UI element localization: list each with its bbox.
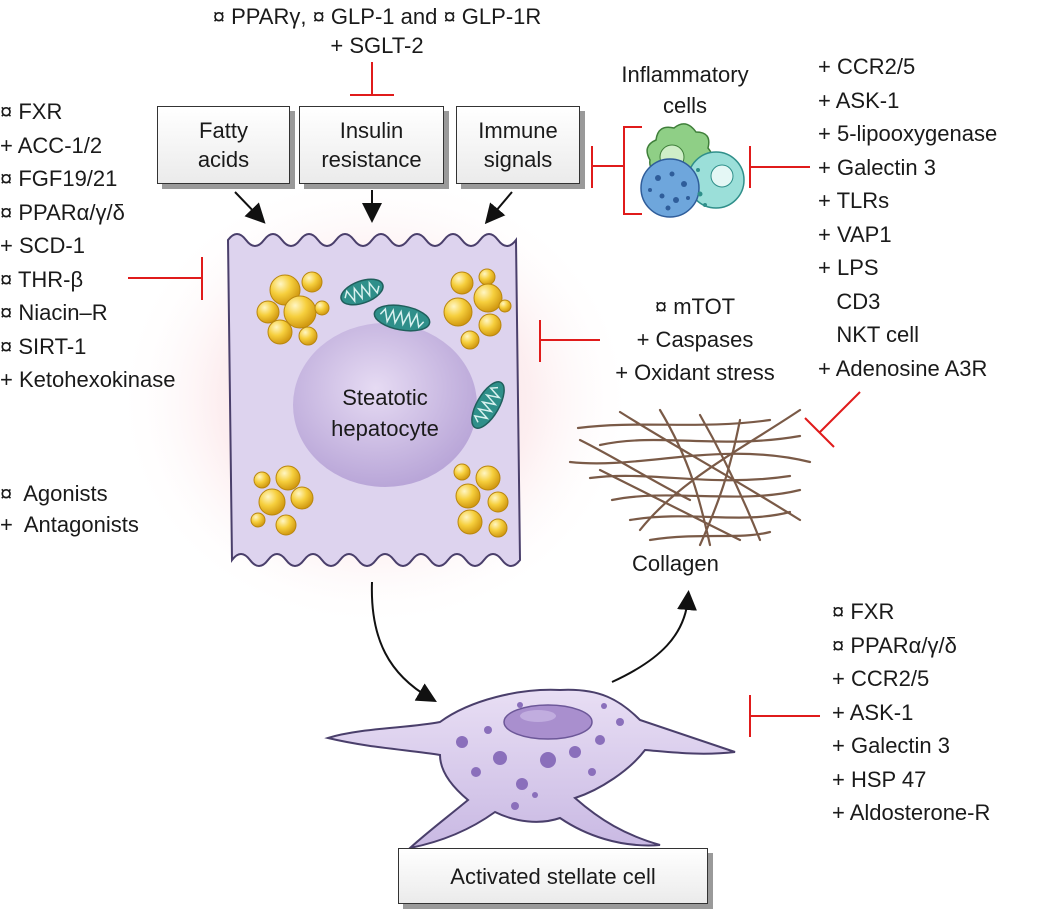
hepatocyte-label-line1: Steatotic xyxy=(342,385,428,410)
legend-antagonists: + Antagonists xyxy=(0,512,139,537)
inflammation-target-item: + LPS xyxy=(818,255,879,280)
left-target-item: ¤ Niacin–R xyxy=(0,300,108,325)
activated-stellate-cell xyxy=(324,688,736,850)
arrow-immune-signals xyxy=(484,191,513,225)
lipid-droplets-top-right xyxy=(443,268,512,350)
inflammation-target-item: CD3 xyxy=(818,288,881,314)
inhibitor-collagen xyxy=(804,391,861,448)
insulin-resistance-line2: resistance xyxy=(321,147,422,172)
left-target-item: + ACC-1/2 xyxy=(0,132,103,158)
insulin-resistance-line1: Insulin xyxy=(339,118,404,143)
inhibitor-hepatocyte-left xyxy=(128,257,203,300)
stellate-target-item: + ASK-1 xyxy=(832,699,914,725)
lipid-droplets-bottom-left xyxy=(250,465,314,536)
lipid-droplets-top-left xyxy=(256,271,330,346)
inflammation-target-item: + 5-lipooxygenase xyxy=(818,121,998,146)
fatty-acids-line1: Fatty xyxy=(199,118,248,143)
stellate-targets-list: ¤ FXR ¤ PPARα/γ/δ + CCR2/5 + ASK-1 + Gal… xyxy=(832,595,990,830)
collagen-label: Collagen xyxy=(632,551,719,576)
inflammatory-cells-label-line1: Inflammatory xyxy=(621,62,749,87)
inflammation-target-item: NKT cell xyxy=(818,322,920,347)
hepatocyte-lipid-targets-list: ¤ FXR + ACC-1/2 ¤ FGF19/21 ¤ PPARα/γ/δ +… xyxy=(0,95,176,397)
hepatocyte-target-item: + Oxidant stress xyxy=(615,360,775,385)
inhibitor-stellate-cell xyxy=(749,695,820,737)
left-target-item: ¤ PPARα/γ/δ xyxy=(0,199,125,225)
arrow-hepatocyte-to-stellate xyxy=(370,581,437,702)
mitochondrion-1 xyxy=(340,278,384,306)
stellate-target-item: + HSP 47 xyxy=(832,766,927,792)
top-targets-line1: ¤ PPARγ, ¤ GLP-1 and ¤ GLP-1R xyxy=(212,4,542,29)
stellate-target-item: ¤ FXR xyxy=(832,599,895,624)
immune-signals-box: Immune signals xyxy=(456,106,580,184)
inflammatory-cells-label-line2: cells xyxy=(662,93,707,118)
inflammation-target-item: + ASK-1 xyxy=(818,87,900,113)
legend-agonists: ¤ Agonists xyxy=(0,481,108,506)
left-target-item: + SCD-1 xyxy=(0,233,85,258)
mitochondrion-2 xyxy=(373,304,431,332)
inflammation-targets-list: + CCR2/5 + ASK-1 + 5-lipooxygenase + Gal… xyxy=(818,50,997,385)
lipid-droplets-bottom-right xyxy=(453,463,509,538)
inflammation-target-item: + CCR2/5 xyxy=(818,54,916,79)
stellate-target-item: + CCR2/5 xyxy=(832,666,930,691)
hepatocyte-injury-targets: ¤ mTOT + Caspases + Oxidant stress xyxy=(600,290,790,389)
inhibitor-immune-signals xyxy=(591,126,642,215)
collagen-fibers xyxy=(568,408,812,547)
stellate-target-item: ¤ PPARα/γ/δ xyxy=(832,632,957,658)
arrow-fatty-acids xyxy=(234,191,266,224)
stellate-target-item: + Galectin 3 xyxy=(832,733,951,758)
left-target-item: + Ketohexokinase xyxy=(0,367,176,392)
top-targets-line2: + SGLT-2 xyxy=(330,33,424,58)
immune-signals-line1: Immune xyxy=(478,118,558,143)
left-target-item: ¤ FXR xyxy=(0,99,63,124)
hepatocyte-target-item: ¤ mTOT xyxy=(654,294,736,319)
inhibitor-hepatocyte-right xyxy=(539,320,600,362)
hepatocyte-target-item: + Caspases xyxy=(636,327,754,352)
activated-stellate-cell-label: Activated stellate cell xyxy=(450,863,656,889)
mitochondrion-3 xyxy=(471,381,505,429)
inflammation-target-item: + VAP1 xyxy=(818,221,892,247)
stellate-target-item: + Aldosterone-R xyxy=(832,800,991,825)
hepatocyte-nucleus xyxy=(293,323,477,487)
fatty-acids-box: Fatty acids xyxy=(157,106,290,184)
left-target-item: ¤ FGF19/21 xyxy=(0,166,118,191)
inflammatory-cells-cluster xyxy=(640,123,745,218)
activated-stellate-cell-box: Activated stellate cell xyxy=(398,848,708,904)
fatty-acids-line2: acids xyxy=(197,147,250,172)
inflammation-target-item: + TLRs xyxy=(818,188,890,213)
inhibitor-insulin-resistance xyxy=(350,62,394,96)
inflammation-target-item: + Adenosine A3R xyxy=(818,355,988,381)
inflammation-target-item: + Galectin 3 xyxy=(818,154,937,180)
hepatocyte-label-line2: hepatocyte xyxy=(331,416,439,441)
insulin-resistance-box: Insulin resistance xyxy=(299,106,444,184)
inhibitor-inflammatory-cells xyxy=(749,146,810,188)
arrow-stellate-to-collagen xyxy=(611,590,697,683)
immune-signals-line2: signals xyxy=(483,147,553,172)
left-target-item: ¤ THR-β xyxy=(0,266,84,292)
left-target-item: ¤ SIRT-1 xyxy=(0,333,87,359)
